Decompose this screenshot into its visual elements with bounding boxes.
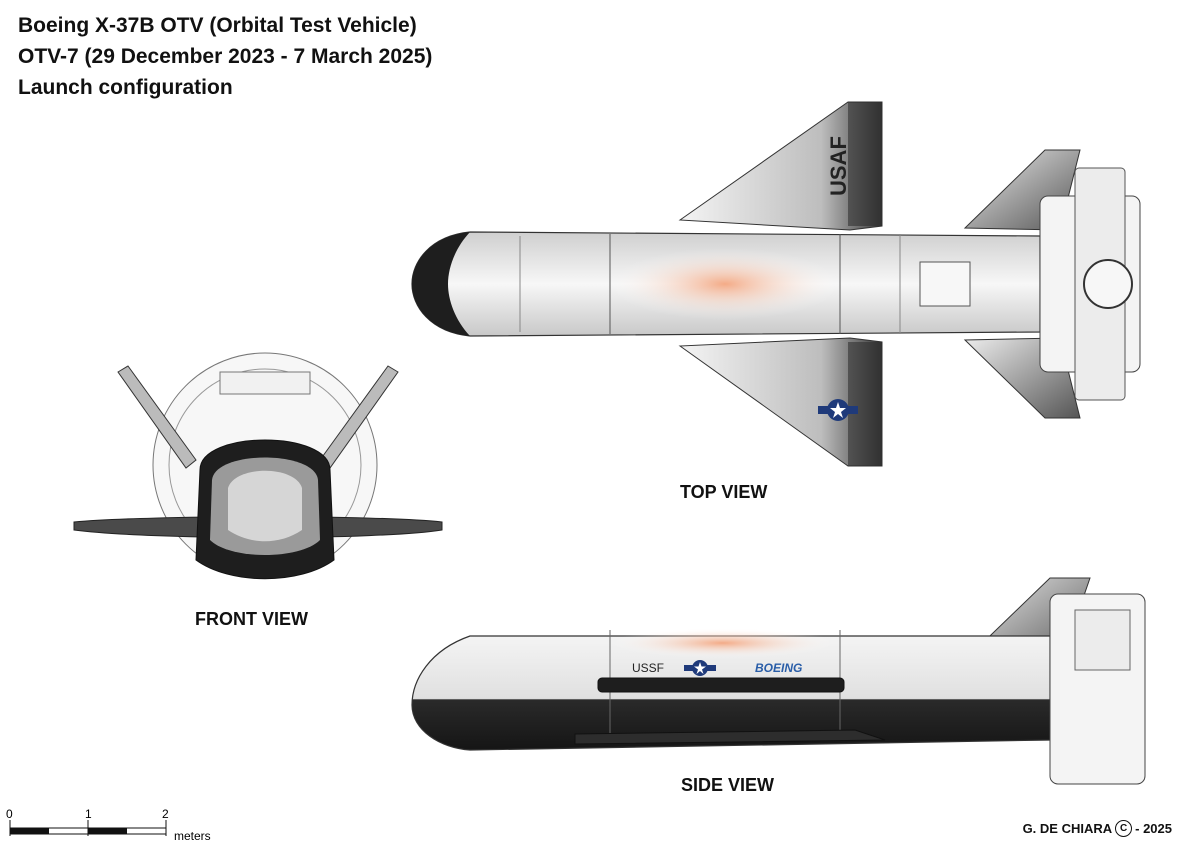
side-fuselage (411, 635, 1051, 751)
usaf-marking: USAF (826, 136, 851, 196)
title-block: Boeing X-37B OTV (Orbital Test Vehicle) … (18, 10, 432, 103)
author-credit: G. DE CHIARA C - 2025 (1023, 820, 1172, 837)
credit-year: - 2025 (1135, 821, 1172, 836)
top-upper-elevon (848, 102, 882, 226)
side-roundel (684, 660, 716, 676)
side-wing-strake (597, 677, 845, 693)
configuration-subtitle: Launch configuration (18, 76, 233, 99)
copyright-icon: C (1115, 820, 1133, 837)
author-name: G. DE CHIARA (1022, 821, 1113, 836)
side-payload-glow (610, 628, 835, 658)
top-view-label: TOP VIEW (680, 482, 768, 502)
scale-tick-0: 0 (6, 807, 13, 821)
mission-subtitle: OTV-7 (29 December 2023 - 7 March 2025) (18, 45, 433, 68)
scale-bar: 0 1 2 meters (6, 807, 211, 843)
top-roundel (818, 399, 858, 421)
top-nose-cap (412, 232, 470, 336)
scale-tick-1: 1 (85, 807, 92, 821)
scale-unit: meters (174, 829, 211, 843)
scale-tick-2: 2 (162, 807, 169, 821)
top-docking-ring (1083, 259, 1133, 309)
top-payload-bay-glow (610, 248, 840, 320)
side-view-label: SIDE VIEW (681, 775, 775, 795)
front-view-label: FRONT VIEW (195, 609, 308, 629)
front-nose-cap (228, 470, 302, 542)
front-left-tail (117, 365, 197, 469)
ussf-marking: USSF (632, 661, 664, 675)
side-body-flap (574, 729, 886, 745)
boeing-marking: BOEING (755, 661, 802, 675)
page-title: Boeing X-37B OTV (Orbital Test Vehicle) (18, 14, 417, 37)
top-lower-elevon (848, 342, 882, 466)
